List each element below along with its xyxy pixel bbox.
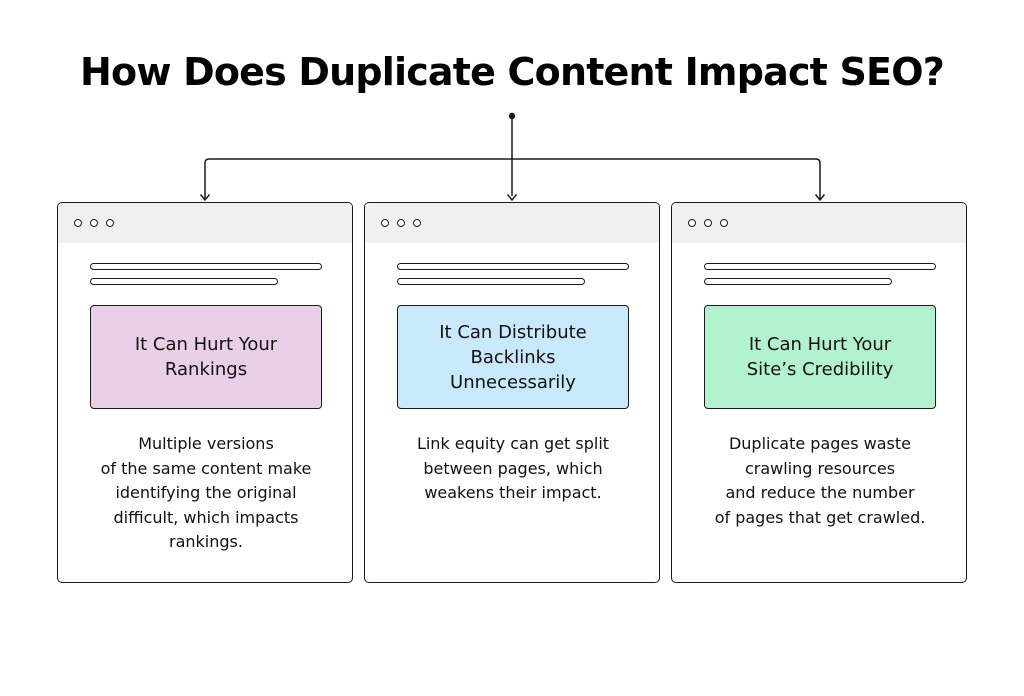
window-dot-icon: [413, 219, 421, 227]
heading-line: It Can Distribute: [439, 321, 587, 343]
heading-line: Rankings: [164, 359, 248, 380]
description-line: between pages, which: [423, 458, 603, 478]
description-line: rankings.: [169, 532, 243, 551]
description-line: and reduce the number: [725, 483, 915, 502]
window-dot-icon: [688, 219, 696, 227]
description-line: Link equity can get split: [416, 434, 610, 453]
arrowhead-center-icon: [506, 194, 518, 202]
description-line: Multiple versions: [138, 434, 274, 453]
heading-line: It Can Hurt Your: [748, 334, 892, 355]
connector-branch: [204, 158, 821, 199]
heading-line: Unnecessarily: [450, 371, 576, 393]
description-line: of pages that get crawled.: [714, 507, 926, 527]
window-titlebar: [365, 203, 659, 243]
heading-line: It Can Hurt Your: [134, 334, 278, 355]
window-dot-icon: [704, 219, 712, 227]
arrowhead-left-icon: [199, 194, 211, 202]
impact-heading: It Can Hurt Your Site’s Credibility: [747, 332, 894, 382]
window-titlebar: [58, 203, 352, 243]
window-titlebar: [672, 203, 966, 243]
impact-card: It Can Hurt Your Site’s Credibility: [704, 305, 936, 409]
window-dot-icon: [720, 219, 728, 227]
placeholder-text-line: [90, 278, 278, 285]
placeholder-text-line: [397, 278, 585, 285]
description-line: of the same content make: [100, 458, 312, 478]
browser-window-rankings: It Can Hurt Your Rankings Multiple versi…: [57, 202, 353, 583]
impact-card: It Can Distribute Backlinks Unnecessaril…: [397, 305, 629, 409]
arrowhead-right-icon: [814, 194, 826, 202]
placeholder-text-line: [90, 263, 322, 270]
impact-description: Multiple versions of the same content ma…: [72, 432, 340, 555]
description-line: weakens their impact.: [424, 483, 602, 502]
impact-description: Duplicate pages waste crawling resources…: [686, 432, 954, 530]
window-dot-icon: [74, 219, 82, 227]
window-dot-icon: [90, 219, 98, 227]
window-dot-icon: [106, 219, 114, 227]
window-dot-icon: [381, 219, 389, 227]
browser-window-backlinks: It Can Distribute Backlinks Unnecessaril…: [364, 202, 660, 583]
description-line: identifying the original: [115, 483, 297, 502]
browser-window-credibility: It Can Hurt Your Site’s Credibility Dupl…: [671, 202, 967, 583]
placeholder-text-line: [704, 278, 892, 285]
description-line: crawling resources: [744, 458, 896, 478]
description-line: difficult, which impacts: [113, 507, 299, 527]
placeholder-text-line: [704, 263, 936, 270]
placeholder-text-line: [397, 263, 629, 270]
impact-heading: It Can Hurt Your Rankings: [135, 332, 277, 382]
description-line: Duplicate pages waste: [728, 434, 912, 453]
impact-heading: It Can Distribute Backlinks Unnecessaril…: [439, 320, 586, 395]
diagram-title: How Does Duplicate Content Impact SEO?: [80, 50, 945, 94]
window-dot-icon: [397, 219, 405, 227]
heading-line: Site’s Credibility: [746, 359, 894, 380]
impact-card: It Can Hurt Your Rankings: [90, 305, 322, 409]
heading-line: Backlinks: [470, 346, 556, 368]
connector-origin-dot: [508, 112, 516, 120]
impact-description: Link equity can get split between pages,…: [379, 432, 647, 506]
